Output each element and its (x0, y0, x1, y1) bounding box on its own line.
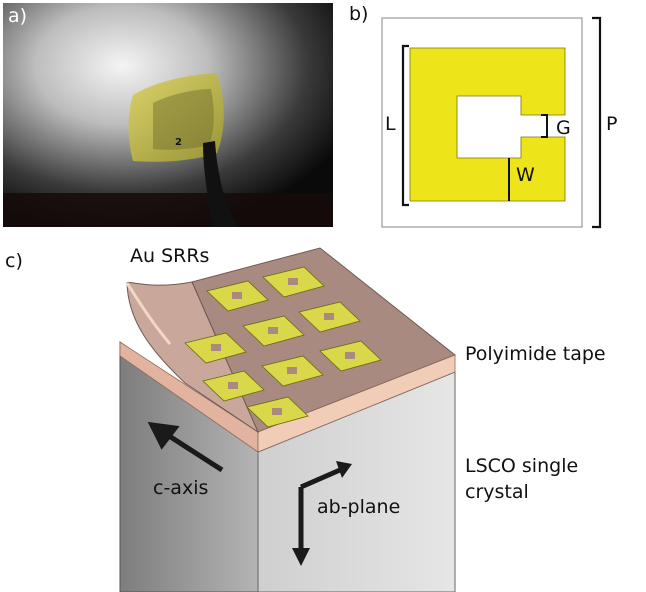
dimension-P-bracket (592, 16, 602, 229)
lsco-crystal-line1: LSCO single (465, 455, 579, 477)
panel-a-photo: a) 2 (3, 3, 333, 227)
dimension-G-bracket (541, 114, 548, 138)
tweezers (203, 141, 239, 227)
split-ring-resonator (409, 47, 566, 202)
ab-plane-arrows (292, 461, 352, 566)
panel-a-label: a) (8, 5, 28, 27)
photo-illustration (3, 3, 333, 227)
dim-P-label: P (606, 113, 618, 135)
srr-gaps (211, 278, 355, 415)
au-srrs-label: Au SRRs (130, 245, 210, 267)
dim-L-label: L (385, 113, 396, 135)
lsco-crystal-line2: crystal (465, 481, 529, 503)
dim-W-label: W (516, 164, 535, 186)
flexible-film (128, 73, 224, 162)
dimension-L-bracket (401, 44, 409, 207)
panel-b-label: b) (349, 3, 369, 25)
sample-marker: 2 (175, 137, 182, 148)
tape-right-edge (257, 354, 456, 453)
panel-c-label: c) (5, 250, 23, 272)
dim-G-label: G (556, 117, 571, 139)
c-axis-label: c-axis (153, 477, 209, 499)
polyimide-tape-label: Polyimide tape (465, 343, 606, 365)
c-axis-arrow (147, 421, 224, 473)
ab-plane-label: ab-plane (317, 496, 401, 518)
lsco-crystal-label: LSCO single crystal (465, 453, 578, 505)
